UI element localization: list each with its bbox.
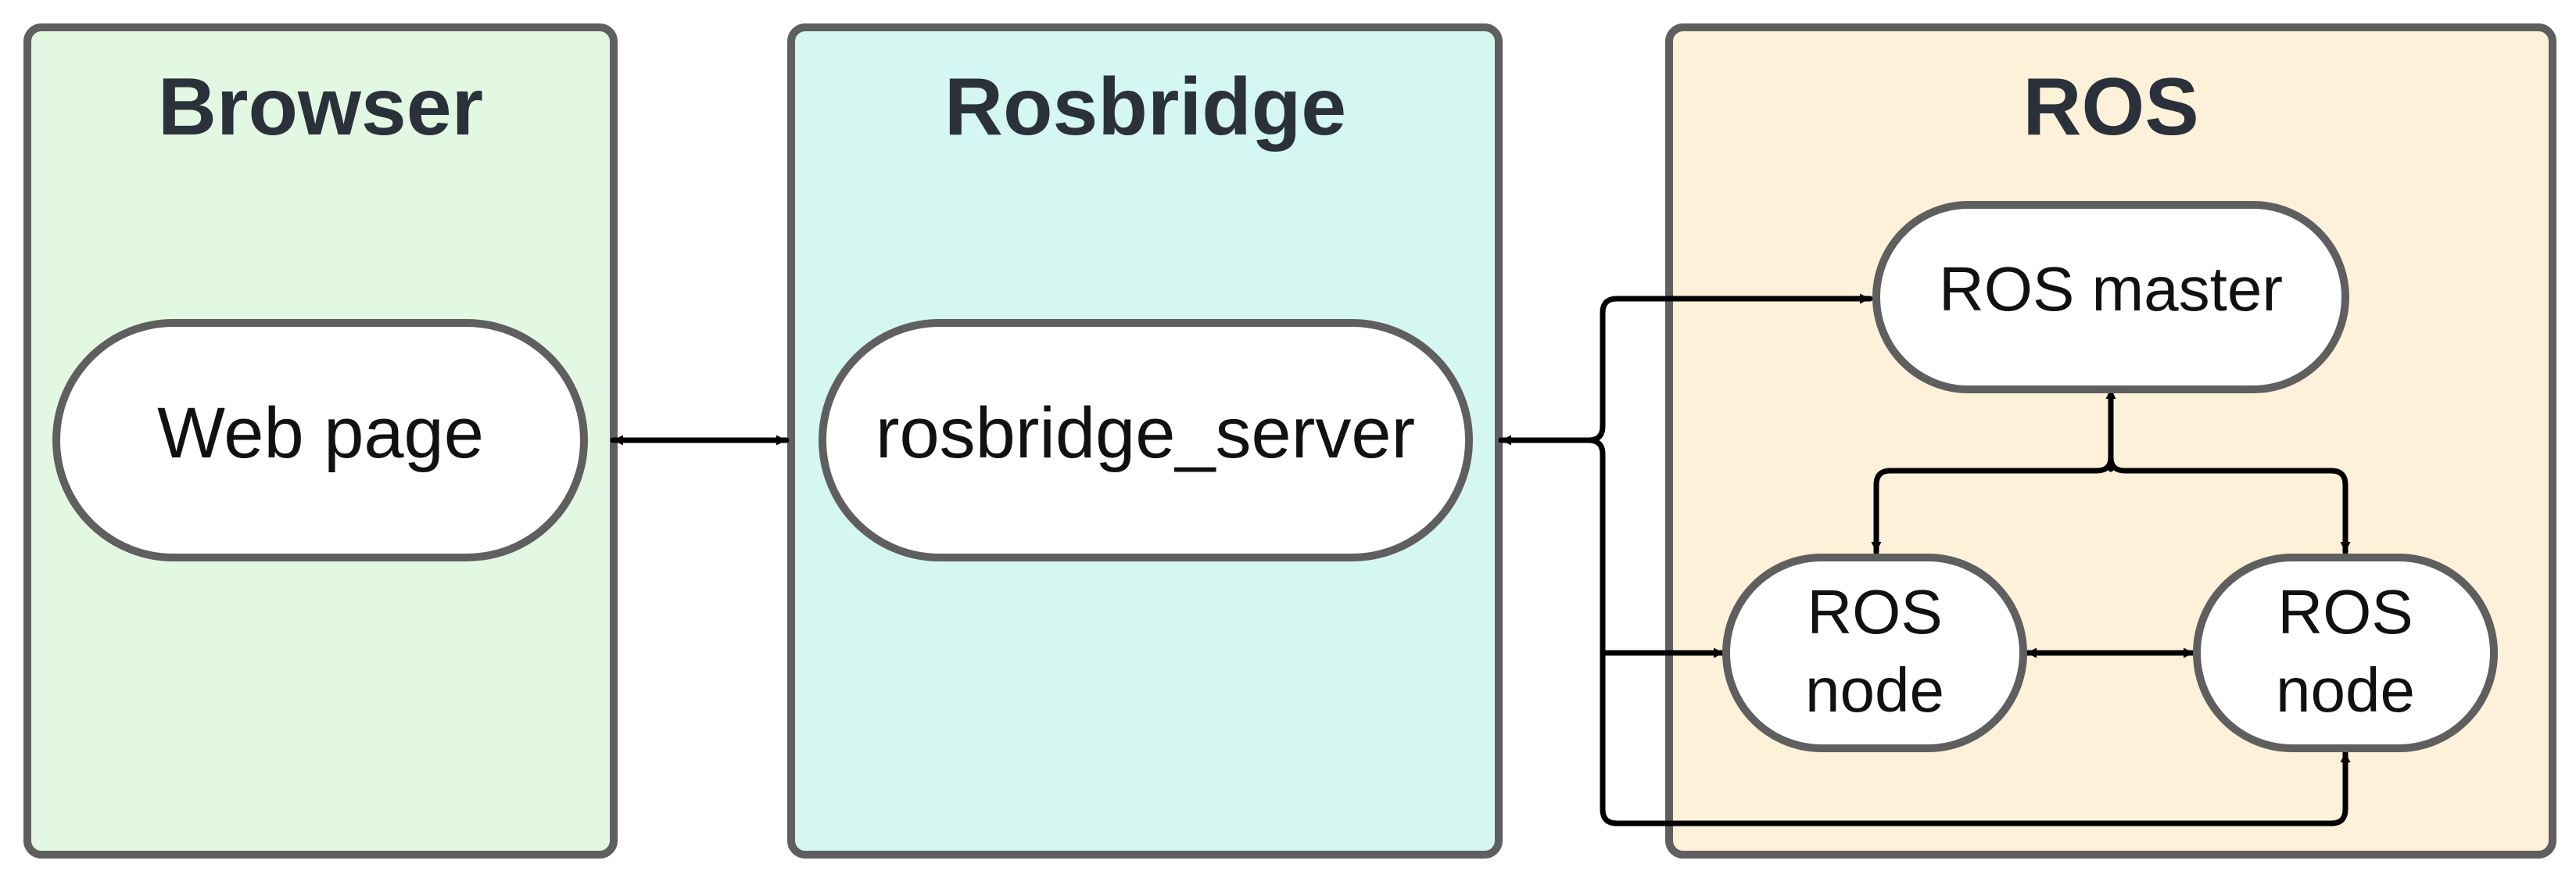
ros-node-left-label-line2: node (1805, 655, 1944, 725)
web-page-node-shape (52, 319, 588, 561)
rosbridge-server-node: rosbridge_server (819, 319, 1473, 561)
ros-node-right-label-line2: node (2276, 655, 2415, 725)
ros-node-left: ROS node (1722, 554, 2027, 752)
rosbridge-server-node-label: rosbridge_server (876, 393, 1415, 473)
ros-node-left-shape (1722, 554, 2027, 752)
web-page-node: Web page (52, 319, 588, 561)
ros-panel-title: ROS (2022, 62, 2198, 152)
ros-node-left-label-line1: ROS (1807, 577, 1942, 647)
browser-panel-title: Browser (158, 62, 483, 152)
connector-master-to-right-node (2108, 454, 2351, 555)
connector-bracket-lower-right (1600, 650, 2351, 826)
ros-master-node: ROS master (1872, 201, 2349, 393)
rosbridge-panel-title: Rosbridge (944, 62, 1346, 152)
connector-master-to-left-node (1871, 454, 2114, 555)
ros-node-right-label-line1: ROS (2277, 577, 2413, 647)
connector-bracket-upper (1585, 293, 1873, 443)
ros-node-right-shape (2193, 554, 2498, 752)
connector-bracket-lower-left (1585, 437, 1727, 658)
ros-node-right: ROS node (2193, 554, 2498, 752)
web-page-node-label: Web page (157, 393, 484, 473)
connectors (610, 293, 2351, 826)
rosbridge-server-node-shape (819, 319, 1473, 561)
ros-master-node-label: ROS master (1939, 254, 2283, 324)
ros-master-node-shape (1872, 201, 2349, 393)
